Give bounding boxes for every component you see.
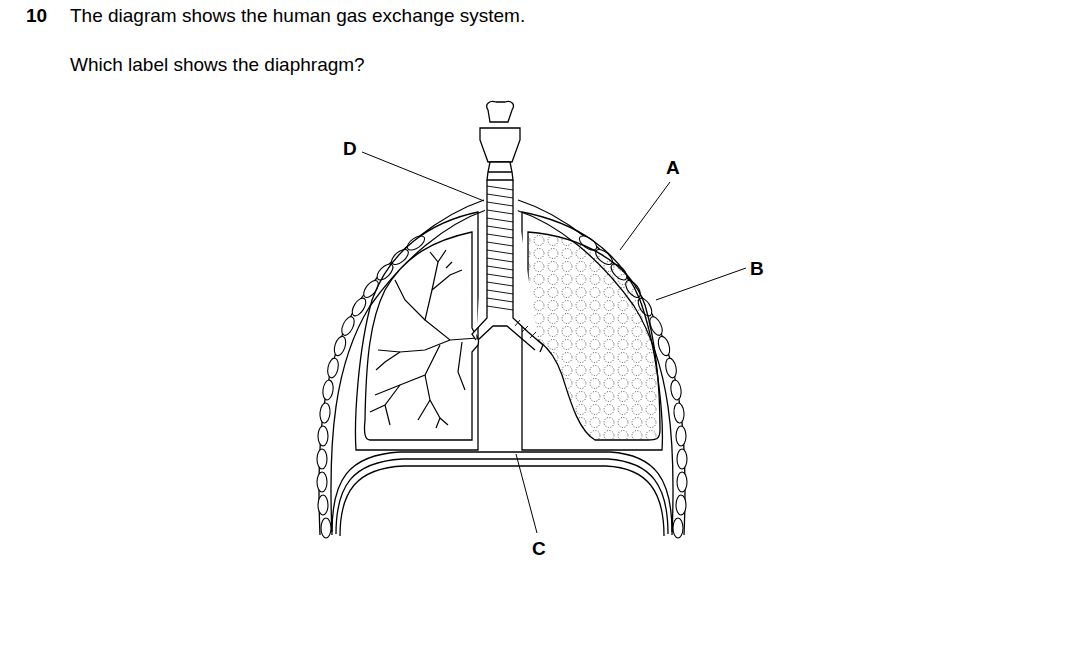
diaphragm (340, 466, 664, 536)
callout-letter: B (750, 258, 764, 280)
pleural-membrane (356, 212, 478, 450)
left-lung (365, 232, 479, 440)
callout-letter: A (666, 157, 680, 179)
chest-wall (331, 210, 486, 535)
larynx (480, 128, 520, 162)
leader-line (362, 152, 484, 201)
leader-line (656, 268, 746, 300)
question-number: 10 (26, 5, 47, 27)
diaphragm (336, 459, 668, 534)
question-text: The diagram shows the human gas exchange… (70, 5, 525, 27)
callout-letter: C (532, 538, 546, 560)
leader-line (516, 454, 537, 533)
trachea (472, 180, 543, 352)
bronchi (478, 326, 535, 350)
leader-line (620, 182, 670, 250)
question-text: Which label shows the diaphragm? (70, 54, 365, 76)
pleural-membrane (522, 212, 662, 450)
chest-wall (516, 210, 673, 535)
epiglottis (487, 101, 514, 122)
callout-letter: D (343, 138, 357, 160)
right-lung (528, 232, 660, 440)
bronchial-tree (370, 250, 478, 428)
cartilage-rings (487, 186, 536, 338)
larynx (487, 162, 513, 180)
diaphragm (332, 452, 672, 532)
